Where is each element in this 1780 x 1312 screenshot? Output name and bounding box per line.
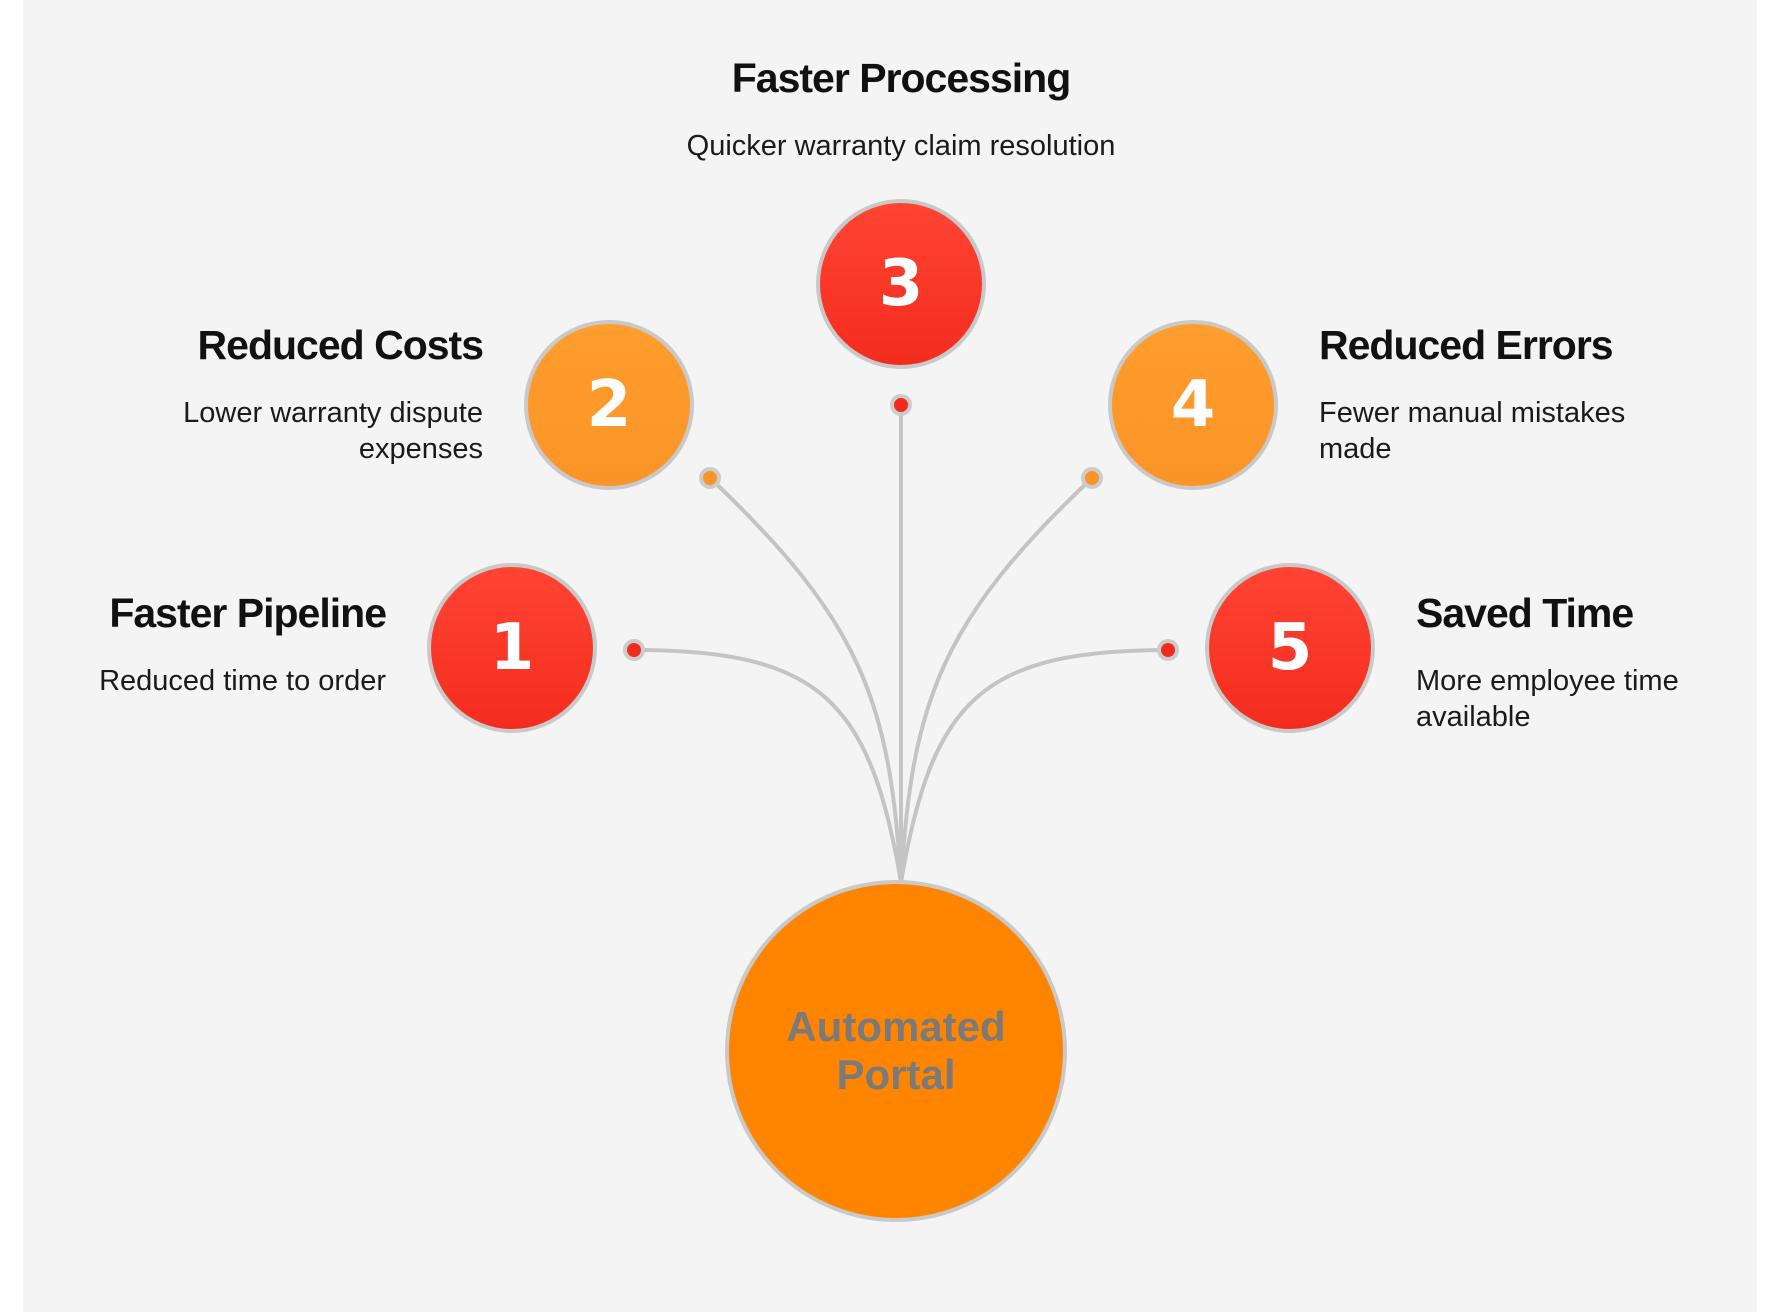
node-1-circle: 1 (427, 563, 597, 733)
node-3-title: Faster Processing (731, 55, 1072, 101)
connector-dot-5 (1157, 639, 1179, 661)
connector-2 (708, 476, 903, 883)
node-1-title: Faster Pipeline (109, 590, 387, 636)
hub-label-line1: Automated (786, 1003, 1006, 1050)
connector-1 (633, 648, 903, 883)
node-3-circle: 3 (816, 199, 986, 369)
connector-dot-3 (890, 394, 912, 416)
node-2-title: Reduced Costs (197, 322, 484, 368)
connector-5 (899, 648, 1169, 883)
connector-4 (899, 476, 1094, 883)
node-4-title: Reduced Errors (1319, 322, 1614, 368)
node-5-title: Saved Time (1416, 590, 1634, 636)
connector-dot-2 (699, 467, 721, 489)
node-5-circle: 5 (1205, 563, 1375, 733)
node-2-circle: 2 (524, 320, 694, 490)
hub-circle: Automated Portal (725, 880, 1067, 1222)
node-2-desc: Lower warranty dispute expenses (183, 397, 483, 465)
node-4-circle: 4 (1108, 320, 1278, 490)
node-1-desc: Reduced time to order (99, 665, 386, 697)
node-4-desc: Fewer manual mistakes made (1319, 397, 1626, 465)
connector-dot-4 (1081, 467, 1103, 489)
node-5-desc: More employee time available (1416, 665, 1679, 733)
connector-dot-1 (623, 639, 645, 661)
hub-label-line2: Portal (836, 1051, 956, 1098)
node-3-desc: Quicker warranty claim resolution (686, 130, 1116, 162)
